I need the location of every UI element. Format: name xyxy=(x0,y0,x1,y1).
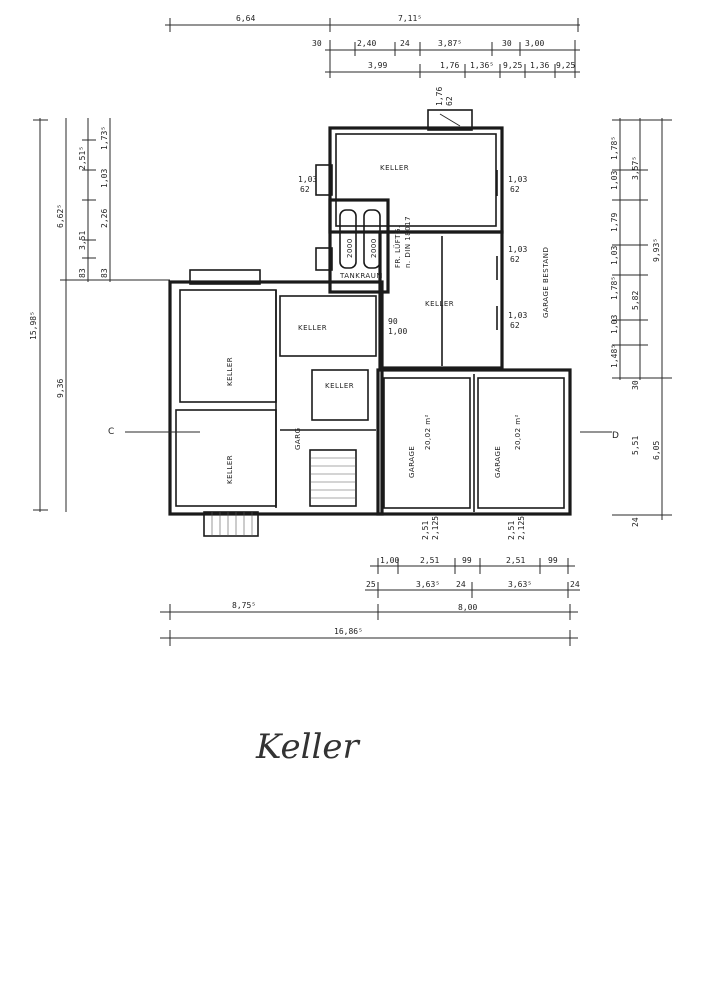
dim-right-3: 9,93⁵ xyxy=(652,238,661,262)
garage-right-area: 20,02 m² xyxy=(514,414,522,450)
dim-bottom-r2-1: 3,63⁵ xyxy=(416,580,440,589)
dim-top-overall-right: 7,11⁵ xyxy=(398,14,422,23)
window-label-9: 1,00 xyxy=(388,327,407,336)
window-label-4: 1,03 xyxy=(508,245,527,254)
window-label-1: 62 xyxy=(300,185,310,194)
garage-bestand-label: GARAGE BESTAND xyxy=(542,247,550,318)
dim-bottom-r1-3: 2,51 xyxy=(506,556,525,565)
room-keller-left-upper: KELLER xyxy=(226,357,234,386)
dim-bottom-r2-0: 25 xyxy=(366,580,376,589)
room-keller-mid: KELLER xyxy=(298,324,327,332)
dim-top-r1-3: 3,87⁵ xyxy=(438,39,462,48)
room-garage-right: GARAGE xyxy=(494,446,502,478)
room-garg: GARG xyxy=(294,427,302,450)
room-garage-left: GARAGE xyxy=(408,446,416,478)
section-marker-c: C xyxy=(108,427,114,437)
right-dimensions: 1,78⁵ 1,03 1,79 1,03 1,78⁵ 1,03 1,48⁵ 30… xyxy=(610,118,672,527)
dim-top-r2-0: 3,99 xyxy=(368,61,387,70)
dim-right-8: 1,03 xyxy=(610,315,619,334)
dim-bottom-r1-1: 2,51 xyxy=(420,556,439,565)
dim-bottom-r2-4: 24 xyxy=(570,580,580,589)
window-label-3: 62 xyxy=(510,185,520,194)
dim-bottom-r3-left: 8,75⁵ xyxy=(232,601,256,610)
dim-right-1: 3,57⁵ xyxy=(631,156,640,180)
window-label-5: 62 xyxy=(510,255,520,264)
dim-top-r2-4: 1,36 xyxy=(530,61,549,70)
dim-left-4: 2,51⁵ xyxy=(78,146,87,170)
dim-right-9: 1,48⁵ xyxy=(610,344,619,368)
dim-left-0: 15,98⁵ xyxy=(29,311,38,340)
bottom-dimensions: 1,00 2,51 99 2,51 99 25 3,63⁵ 24 3,63⁵ 2… xyxy=(160,556,580,646)
door-label-1: 2,125 xyxy=(431,516,440,540)
dim-bottom-overall: 16,86⁵ xyxy=(334,627,363,636)
dim-bottom-r2-3: 3,63⁵ xyxy=(508,580,532,589)
window-label-2: 1,03 xyxy=(508,175,527,184)
room-keller-right: KELLER xyxy=(425,300,454,308)
tank-1-label: 2000 xyxy=(346,238,354,258)
dim-top-r2-3: 9,25 xyxy=(503,61,522,70)
dim-bottom-r2-2: 24 xyxy=(456,580,466,589)
garage-left-area: 20,02 m² xyxy=(424,414,432,450)
dim-left-3: 1,73⁵ xyxy=(100,126,109,150)
dim-top-r2-5: 9,25 xyxy=(556,61,575,70)
dim-top-r1-4: 30 xyxy=(502,39,512,48)
dim-top-r1-1: 2,40 xyxy=(357,39,376,48)
room-keller-left-lower: KELLER xyxy=(226,455,234,484)
window-label-7: 62 xyxy=(510,321,520,330)
dim-top-r1-2: 24 xyxy=(400,39,410,48)
dim-left-2: 9,36 xyxy=(56,379,65,398)
dim-top-overall-left: 6,64 xyxy=(236,14,255,23)
left-dimensions: 15,98⁵ 6,62⁵ 9,36 2,51⁵ 3,51 83 1,73⁵ 1,… xyxy=(29,118,170,512)
door-label-0: 2,51 xyxy=(421,521,430,540)
dim-left-1: 6,62⁵ xyxy=(56,204,65,228)
door-labels: 2,51 2,125 2,51 2,125 xyxy=(421,516,526,540)
dim-bottom-r1-4: 99 xyxy=(548,556,558,565)
dim-top-r2-2: 1,36⁵ xyxy=(470,61,494,70)
din-label: n. DIN 18017 xyxy=(404,216,412,268)
window-label-11: 62 xyxy=(445,96,454,106)
tank-2-label: 2000 xyxy=(370,238,378,258)
dim-left-8: 83 xyxy=(78,268,87,278)
dim-right-13: 24 xyxy=(631,517,640,527)
dim-left-6: 2,26 xyxy=(100,209,109,228)
page-title: Keller xyxy=(255,727,360,767)
window-label-10: 1,76 xyxy=(435,87,444,106)
window-label-8: 90 xyxy=(388,317,398,326)
room-labels: KELLER KELLER KELLER KELLER KELLER KELLE… xyxy=(226,164,550,484)
dim-top-r1-0: 30 xyxy=(312,39,322,48)
door-label-3: 2,125 xyxy=(517,516,526,540)
window-label-6: 1,03 xyxy=(508,311,527,320)
door-label-2: 2,51 xyxy=(507,521,516,540)
dim-top-r2-1: 1,76 xyxy=(440,61,459,70)
dim-right-0: 1,78⁵ xyxy=(610,136,619,160)
room-tankraum: TANKRAUM xyxy=(339,272,383,280)
dim-right-10: 5,51 xyxy=(631,436,640,455)
dim-bottom-r3-right: 8,00 xyxy=(458,603,477,612)
dim-right-12: 30 xyxy=(631,380,640,390)
room-keller-small: KELLER xyxy=(325,382,354,390)
dim-right-2: 1,03 xyxy=(610,171,619,190)
room-keller-top: KELLER xyxy=(380,164,409,172)
building xyxy=(168,109,572,537)
dim-left-9: 83 xyxy=(100,268,109,278)
top-dimensions: 6,64 7,11⁵ 30 2,40 24 3,87⁵ 30 3,00 3,99… xyxy=(165,14,580,78)
section-marker-d: D xyxy=(612,431,619,441)
dim-right-11: 6,05 xyxy=(652,441,661,460)
dim-top-r1-5: 3,00 xyxy=(525,39,544,48)
dim-right-5: 1,03 xyxy=(610,246,619,265)
lueftung-label: FR. LÜFTG. xyxy=(393,225,402,268)
dim-right-6: 5,82 xyxy=(631,291,640,310)
dim-left-7: 3,51 xyxy=(78,231,87,250)
dim-right-4: 1,79 xyxy=(610,213,619,232)
dim-right-7: 1,78⁵ xyxy=(610,276,619,300)
window-labels: 1,03 62 1,03 62 1,03 62 1,03 62 90 1,00 … xyxy=(298,87,527,336)
dim-bottom-r1-0: 1,00 xyxy=(380,556,399,565)
dim-left-5: 1,03 xyxy=(100,169,109,188)
section-line: C D xyxy=(108,427,619,441)
dim-bottom-r1-2: 99 xyxy=(462,556,472,565)
window-label-0: 1,03 xyxy=(298,175,317,184)
